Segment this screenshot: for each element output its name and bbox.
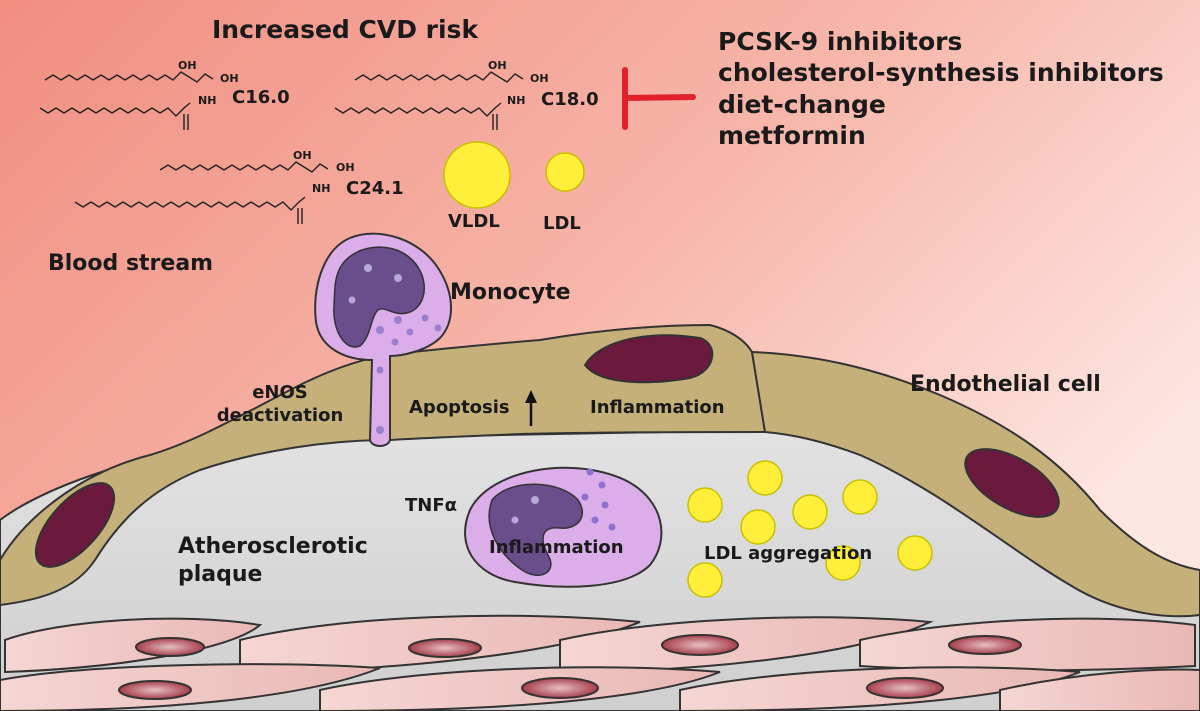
ldl-particle: [825, 545, 861, 581]
enos-deactivation-label: eNOS deactivation: [212, 382, 348, 427]
smooth-muscle-nucleus: [661, 634, 739, 656]
ldl-particle: [687, 487, 723, 523]
ceramide-c24-oh2-label: OH: [336, 161, 355, 174]
blood-stream-label: Blood stream: [48, 251, 214, 276]
ceramide-c16-label: C16.0: [232, 87, 290, 108]
ceramide-c18-oh-label: OH: [488, 59, 507, 72]
endothelial-nucleus-left: [34, 482, 116, 568]
smooth-muscle-nucleus: [408, 638, 482, 658]
plaque-label-line2: plaque: [178, 561, 263, 587]
apoptosis-up-arrow: [525, 390, 537, 426]
ceramide-c18-nh-label: NH: [507, 94, 526, 107]
plaque-inflammation-label: Inflammation: [489, 537, 624, 558]
enos-line: eNOS: [252, 382, 308, 403]
macrophage-nucleus: [488, 483, 584, 576]
ceramide-c24-oh-label: OH: [293, 149, 312, 162]
vldl-particle: [443, 141, 511, 209]
endothelial-inflammation-label: Inflammation: [590, 397, 725, 418]
ldl-particle: [687, 562, 723, 598]
smooth-muscle-nucleus: [118, 680, 192, 700]
ceramide-c24-label: C24.1: [346, 178, 404, 199]
vldl-label: VLDL: [448, 211, 500, 232]
treatment-item: metformin: [718, 120, 866, 150]
tnf-alpha-label: TNFα: [405, 495, 458, 516]
ceramide-c16-fatty-chain: [39, 102, 191, 117]
monocyte-granules: [376, 314, 442, 434]
monocyte-label: Monocyte: [450, 280, 571, 305]
smooth-muscle-nucleus: [521, 677, 599, 699]
ceramide-c18-carbonyl: [492, 114, 498, 130]
smooth-muscle-cell: [559, 616, 934, 674]
smooth-muscle-nucleus: [948, 635, 1022, 655]
ceramide-c16-nh-label: NH: [198, 94, 217, 107]
smooth-muscle-cell: [4, 617, 263, 674]
inhibition-symbol: [622, 67, 696, 130]
monocyte-nucleus-dots: [348, 264, 402, 304]
endothelial-cell-label: Endothelial cell: [910, 372, 1101, 397]
ceramide-c18-label: C18.0: [541, 89, 599, 110]
endothelial-nucleus-right: [964, 448, 1060, 518]
treatment-item: diet-change: [718, 89, 886, 119]
ceramide-c24-fatty-chain: [74, 196, 306, 211]
ceramide-c18-sphingoid-chain: [354, 71, 524, 83]
plaque-label-line1: Atherosclerotic: [178, 534, 368, 559]
ldl-label: LDL: [543, 213, 581, 234]
ceramide-c16-sphingoid-chain: [44, 71, 214, 83]
ceramide-c24-sphingoid-chain: [159, 161, 329, 173]
ceramide-c16-carbonyl: [183, 114, 189, 130]
ldl-aggregation-label: LDL aggregation: [704, 543, 873, 564]
ldl-particle-blood: [545, 152, 585, 192]
smooth-muscle-nucleus: [866, 677, 944, 699]
ldl-aggregate: [687, 460, 933, 598]
deactivation-line: deactivation: [216, 404, 344, 426]
ceramide-c18-oh2-label: OH: [530, 72, 549, 85]
smooth-muscle-cell: [319, 666, 721, 711]
plaque-label: Atherosclerotic plaque: [178, 533, 368, 588]
ceramide-structures: [39, 71, 524, 224]
endothelial-nucleus-middle: [583, 334, 714, 384]
macrophage-granules: [581, 468, 616, 531]
treatment-list: PCSK-9 inhibitors cholesterol-synthesis …: [718, 26, 1164, 151]
ldl-particle: [792, 494, 828, 530]
ceramide-c16-oh-label: OH: [178, 59, 197, 72]
ldl-particle: [897, 535, 933, 571]
monocyte-nucleus: [333, 246, 425, 348]
ldl-particle: [740, 509, 776, 545]
ldl-particle: [747, 460, 783, 496]
macrophage-nucleus-dots: [511, 496, 539, 524]
treatment-item: PCSK-9 inhibitors: [718, 27, 963, 56]
apoptosis-label: Apoptosis: [409, 397, 510, 418]
ldl-particle: [842, 479, 878, 515]
ceramide-c16-oh2-label: OH: [220, 72, 239, 85]
smooth-muscle-nucleus: [135, 637, 205, 657]
ceramide-c18-fatty-chain: [334, 102, 502, 117]
smooth-muscle-layer: [0, 614, 1200, 711]
treatment-item: cholesterol-synthesis inhibitors: [718, 58, 1164, 88]
cvd-risk-title: Increased CVD risk: [212, 15, 479, 44]
ceramide-c24-carbonyl: [297, 208, 303, 224]
ceramide-c24-nh-label: NH: [312, 182, 331, 195]
